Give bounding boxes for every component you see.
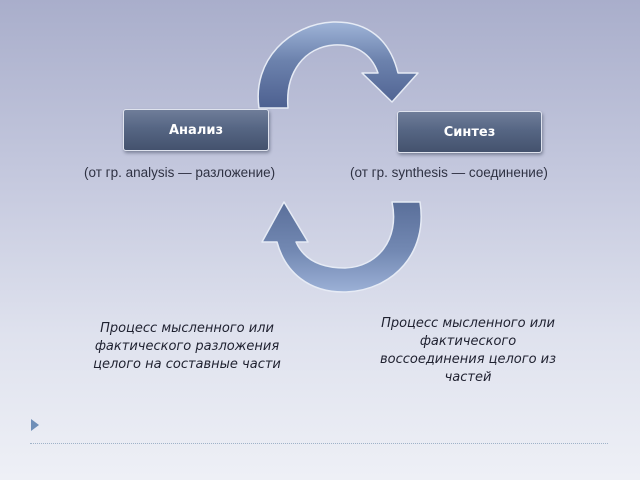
- analysis-box: Анализ: [123, 109, 269, 151]
- triangle-bullet-icon: [31, 419, 39, 431]
- analysis-description: Процесс мысленного или фактического разл…: [93, 321, 281, 372]
- arrow-analysis-to-synthesis: [257, 21, 419, 109]
- analysis-etymology: (от гр. analysis — разложение): [84, 165, 276, 180]
- synthesis-description: Процесс мысленного или фактического восс…: [379, 316, 557, 385]
- synthesis-etymology: (от гр. synthesis — соединение): [350, 165, 548, 180]
- arrow-synthesis-to-analysis: [261, 201, 422, 293]
- analysis-label: Анализ: [169, 122, 223, 138]
- synthesis-box: Синтез: [397, 111, 542, 153]
- footer-divider: [30, 443, 608, 444]
- synthesis-label: Синтез: [443, 124, 496, 140]
